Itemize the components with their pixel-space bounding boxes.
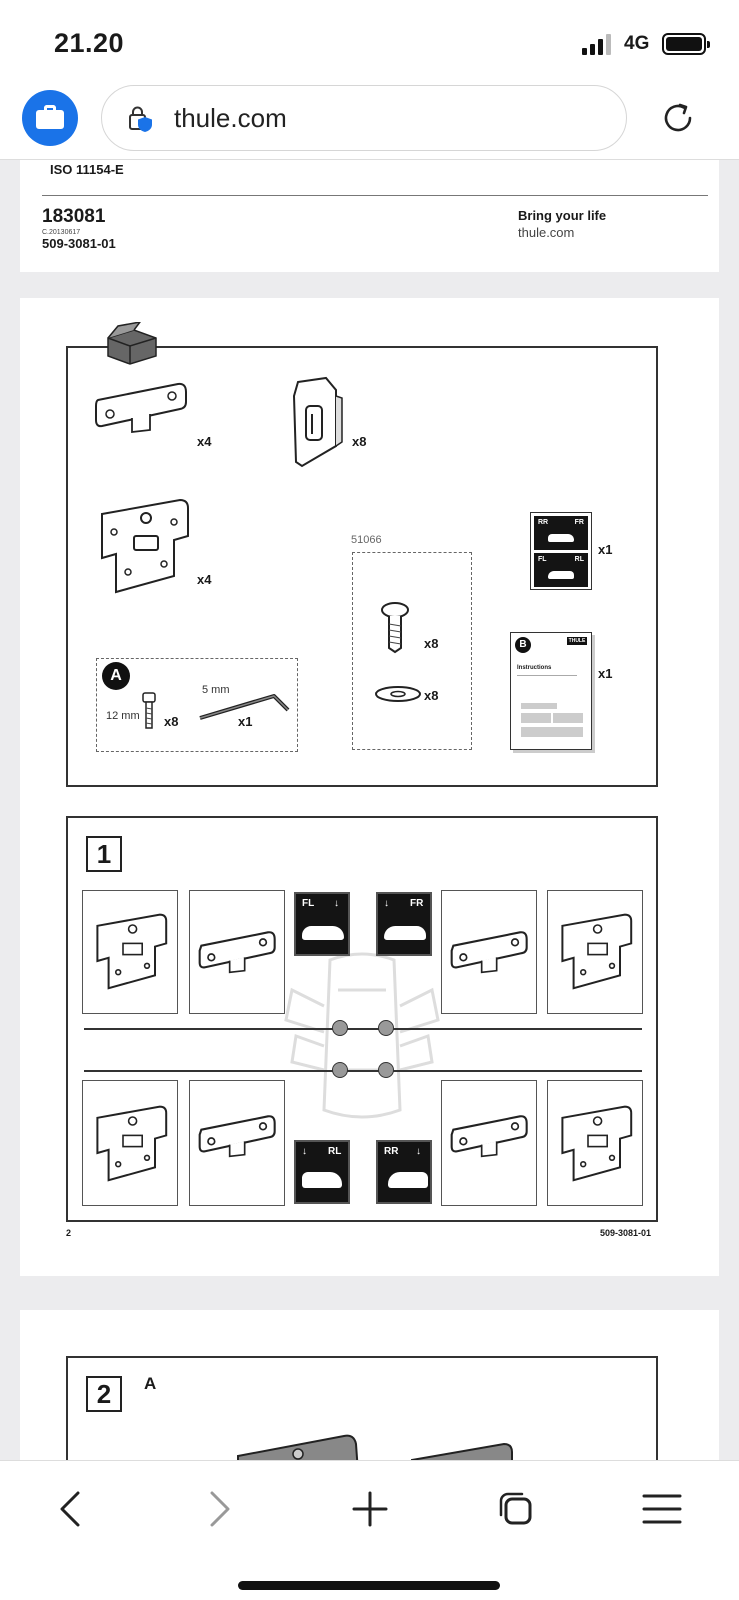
- bag-a-box: [96, 658, 298, 752]
- parts-list-box: x4 x8 x4 51066: [66, 322, 658, 787]
- home-indicator[interactable]: [238, 1581, 500, 1590]
- back-icon[interactable]: [50, 1487, 94, 1531]
- arrow-down-icon: ↓: [384, 898, 389, 909]
- iso-standard: ISO 11154-E: [50, 162, 124, 177]
- washer-part-icon: [375, 686, 421, 702]
- manual-page-2: x4 x8 x4 51066: [20, 298, 719, 1276]
- clip-part-icon: [292, 376, 343, 468]
- key-size: 5 mm: [202, 684, 230, 696]
- forward-icon[interactable]: [196, 1487, 240, 1531]
- position-badge-fl: FL ↓: [294, 892, 350, 956]
- position-badge-rr: RR ↓: [376, 1140, 432, 1204]
- instructions-title: Instructions: [517, 665, 552, 671]
- arrow-down-icon: ↓: [334, 898, 339, 909]
- bracket-part-icon: [237, 1434, 359, 1460]
- url-text: thule.com: [174, 103, 287, 133]
- bag-a-badge: A: [102, 662, 130, 690]
- menu-icon[interactable]: [640, 1487, 684, 1531]
- step-1-box: 1 FL ↓: [66, 816, 658, 1222]
- arrow-down-icon: ↓: [416, 1146, 421, 1157]
- hinge-qty: x4: [197, 572, 212, 587]
- status-time: 21.20: [54, 28, 125, 58]
- network-type: 4G: [624, 33, 650, 54]
- mount-point: [378, 1062, 394, 1078]
- reload-icon[interactable]: [659, 99, 697, 137]
- step-cell-bracket-rl: [189, 1080, 285, 1206]
- allen-key-icon: [199, 694, 290, 720]
- briefcase-icon: [44, 105, 56, 112]
- part-number: 509-3081-01: [42, 236, 116, 251]
- arrow-down-icon: ↓: [302, 1146, 307, 1157]
- screw-part-icon: [381, 602, 409, 654]
- car-top-view-icon: [284, 952, 440, 1119]
- hinge-part-icon: [101, 498, 189, 594]
- bag-b-badge: B: [515, 637, 531, 653]
- site-security-icon[interactable]: [128, 105, 154, 133]
- step-number: 1: [86, 836, 122, 872]
- sticker-qty: x1: [598, 542, 613, 557]
- manual-page-cover: ISO 11154-E 183081 C.20130617 509-3081-0…: [20, 160, 719, 272]
- key-qty: x1: [238, 714, 253, 729]
- brand-site: thule.com: [518, 225, 575, 240]
- bolt-part-icon: [142, 692, 156, 729]
- step-cell-bracket-fl: [189, 890, 285, 1014]
- step-number: 2: [86, 1376, 122, 1412]
- bolt-qty: x8: [164, 714, 179, 729]
- manual-page-3: 2 A: [20, 1310, 719, 1460]
- bracket-qty: x4: [197, 434, 212, 449]
- step-cell-hinge-rr: [547, 1080, 643, 1206]
- kit-number: 51066: [351, 534, 382, 546]
- browser-toolbar: thule.com: [0, 80, 739, 160]
- brand-tagline: Bring your life: [518, 208, 607, 223]
- screw-kit-box: [352, 552, 472, 750]
- package-icon: [107, 322, 157, 365]
- mount-point: [332, 1062, 348, 1078]
- document-date: C.20130617: [42, 229, 81, 236]
- bolt-length: 12 mm: [106, 710, 140, 722]
- bracket-part-icon: [411, 1442, 513, 1460]
- position-badge-rl: ↓ RL: [294, 1140, 350, 1204]
- mount-point: [378, 1020, 394, 1036]
- step-2-box: 2 A: [66, 1356, 658, 1460]
- position-badge-fr: ↓ FR: [376, 892, 432, 956]
- washer-qty: x8: [424, 688, 439, 703]
- mount-point: [332, 1020, 348, 1036]
- document-number: 183081: [42, 206, 106, 227]
- page-content[interactable]: ISO 11154-E 183081 C.20130617 509-3081-0…: [0, 160, 739, 1460]
- instructions-booklet: B THULE Instructions: [510, 632, 592, 750]
- page-part-number: 509-3081-01: [600, 1228, 652, 1238]
- step-cell-hinge-fr: [547, 890, 643, 1014]
- step-cell-hinge-rl: [82, 1080, 178, 1206]
- new-tab-icon[interactable]: [348, 1487, 392, 1531]
- step-substep: A: [144, 1374, 157, 1393]
- page-number: 2: [66, 1228, 72, 1238]
- address-bar[interactable]: thule.com: [101, 85, 627, 151]
- instructions-qty: x1: [598, 666, 613, 681]
- signal-icon: [582, 33, 614, 55]
- bracket-part-icon: [95, 382, 187, 434]
- status-bar: 21.20 4G: [0, 0, 739, 80]
- step-cell-hinge-fl: [82, 890, 178, 1014]
- clip-qty: x8: [352, 434, 367, 449]
- work-profile-button[interactable]: [22, 90, 78, 146]
- position-sticker-sheet: RR FR FL RL: [530, 512, 592, 590]
- browser-bottom-toolbar: [0, 1460, 739, 1600]
- thule-logo: THULE: [567, 637, 587, 645]
- screw-qty: x8: [424, 636, 439, 651]
- step-cell-bracket-fr: [441, 890, 537, 1014]
- battery-icon: [662, 33, 710, 55]
- step-cell-bracket-rr: [441, 1080, 537, 1206]
- tabs-icon[interactable]: [494, 1487, 538, 1531]
